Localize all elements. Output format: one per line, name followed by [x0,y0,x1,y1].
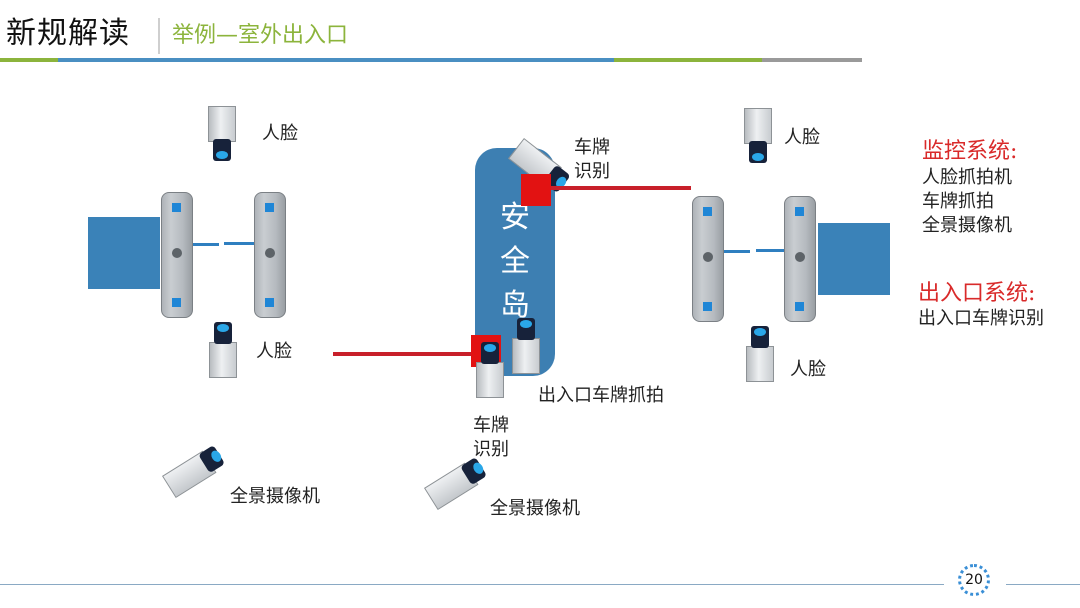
indicator-light [795,302,804,311]
page-title: 新规解读 [6,16,130,51]
plate-line-top [551,186,691,190]
label-panorama-left: 全景摄像机 [230,486,320,507]
plate-recognition-marker [521,174,551,206]
indicator-light [703,207,712,216]
label-face-bottom-left: 人脸 [256,341,292,362]
right-barrier-block [818,223,890,295]
label-plate-bottom: 车牌识别 [473,415,509,460]
pillar-sensor [265,248,275,258]
right-gate-pillar-2 [784,196,816,322]
entry-system-item: 出入口车牌识别 [918,308,1044,329]
right-gate-arm-1 [724,250,750,253]
page-number: 20 [958,564,990,596]
pillar-sensor [172,248,182,258]
label-panorama-center: 全景摄像机 [490,498,580,519]
monitor-system-item: 人脸抓拍机 [922,167,1012,188]
title-divider [158,18,160,54]
indicator-light [265,298,274,307]
indicator-light [172,203,181,212]
footer-line-right [1006,584,1080,585]
entry-system-title: 出入口系统: [918,281,1036,306]
left-gate-arm-2 [224,242,254,245]
plate-line-bottom [333,352,475,356]
monitor-system-item: 全景摄像机 [922,215,1012,236]
header-bar-green-left [0,58,58,62]
footer-line-left [0,584,944,585]
label-face-top-left: 人脸 [262,123,298,144]
left-gate-pillar-1 [161,192,193,318]
right-gate-arm-2 [756,249,784,252]
monitor-system-title: 监控系统: [922,139,1018,164]
monitor-system-item: 车牌抓拍 [922,191,994,212]
header-bar-gray [762,58,862,62]
left-gate-pillar-2 [254,192,286,318]
indicator-light [265,203,274,212]
label-plate-top: 车牌识别 [574,137,610,182]
pillar-sensor [795,252,805,262]
label-face-bottom-right: 人脸 [790,359,826,380]
pillar-sensor [703,252,713,262]
left-gate-arm-1 [193,243,219,246]
right-gate-pillar-1 [692,196,724,322]
indicator-light [795,207,804,216]
label-face-top-right: 人脸 [784,127,820,148]
page-subtitle: 举例—室外出入口 [172,23,349,48]
header-bar-green-right [614,58,762,62]
header-bar-blue [58,58,614,62]
indicator-light [172,298,181,307]
left-barrier-block [88,217,160,289]
label-entry-plate-capture: 出入口车牌抓拍 [538,385,664,406]
indicator-light [703,302,712,311]
safety-island-label: 安全岛 [500,200,530,323]
